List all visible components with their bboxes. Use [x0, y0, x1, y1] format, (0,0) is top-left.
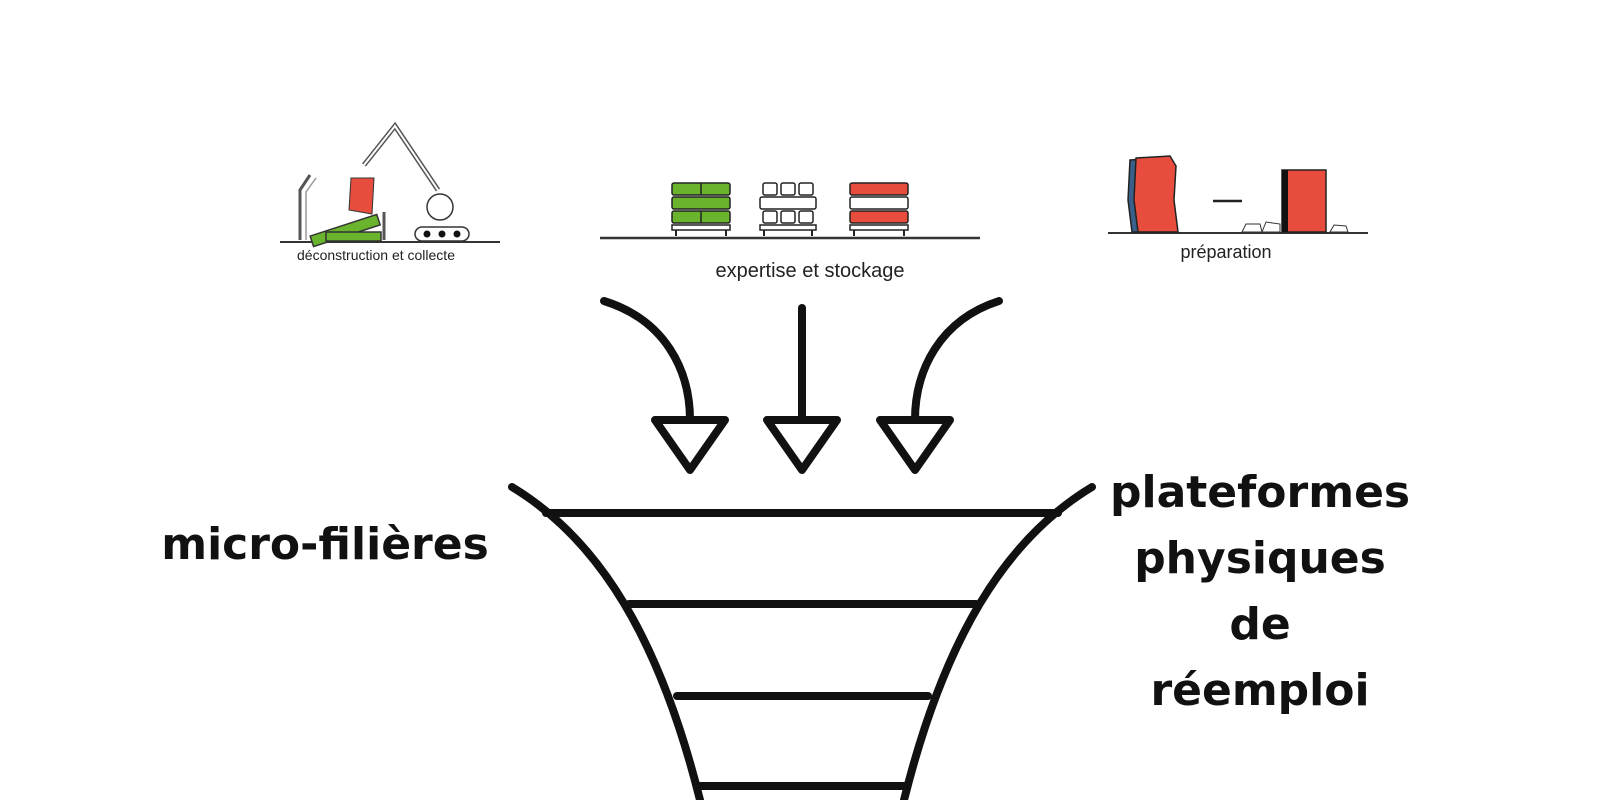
reuse-platforms-line-2: physiques de [1134, 533, 1386, 650]
arrow-right [876, 297, 1003, 474]
step-label-preparation: préparation [1180, 242, 1271, 262]
funnel-shape [508, 483, 1096, 800]
reuse-platforms-label: plateformes physiques de réemploi [1110, 460, 1410, 724]
pallet-storage-icon [600, 182, 980, 240]
arrow-center [763, 304, 841, 474]
step-label-deconstruction: déconstruction et collecte [297, 247, 455, 263]
block-preparation-icon [1108, 155, 1368, 234]
excavator-icon [280, 121, 500, 248]
arrow-left [600, 297, 729, 474]
micro-filieres-label: micro-filières [161, 519, 489, 570]
step-label-expertise: expertise et stockage [716, 260, 905, 282]
reuse-platforms-line-1: plateformes [1110, 467, 1411, 518]
reuse-platforms-line-3: réemploi [1150, 665, 1370, 716]
